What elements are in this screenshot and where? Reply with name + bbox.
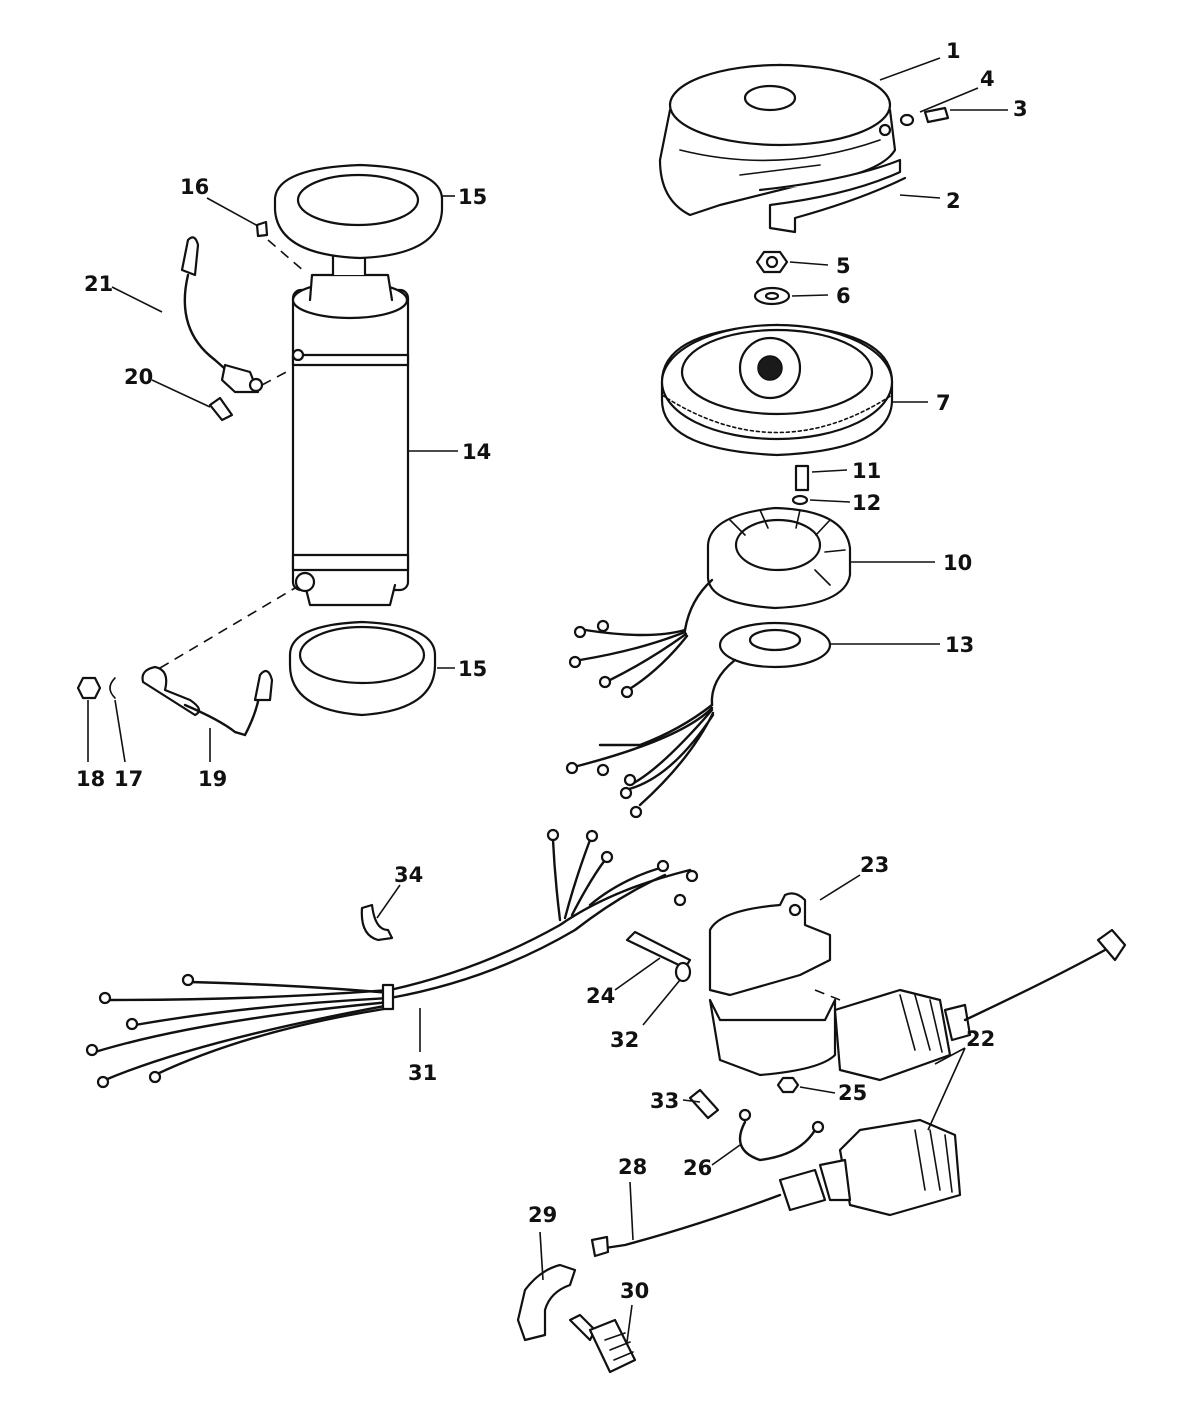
nut-25: [776, 1076, 800, 1094]
callout-6: 6: [836, 284, 851, 308]
callout-4: 4: [980, 67, 995, 91]
screw-3: [923, 106, 950, 124]
leader-lines: [87, 57, 1008, 1343]
callout-17: 17: [114, 767, 143, 791]
callout-24: 24: [586, 984, 615, 1008]
callout-10: 10: [943, 551, 972, 575]
nut-18: [76, 676, 102, 700]
callout-7: 7: [936, 391, 951, 415]
callout-13: 13: [945, 633, 974, 657]
callout-26: 26: [683, 1156, 712, 1180]
rubber-collar-lower: [288, 620, 437, 717]
callout-19: 19: [198, 767, 227, 791]
callout-23: 23: [860, 853, 889, 877]
screw-11: [794, 464, 810, 492]
callout-numbers: 1 2 3 4 5 6 7 11 12 10 13 14 15 15 16 21…: [76, 39, 1028, 1303]
ignition-coil-upper: [833, 928, 1127, 1082]
callout-11: 11: [852, 459, 881, 483]
lockwasher-17: [109, 677, 116, 699]
starter-motor: [291, 240, 410, 607]
ignition-coil-lower: [590, 1118, 962, 1258]
callout-16: 16: [180, 175, 209, 199]
coil-bracket: [708, 892, 841, 1077]
callout-1: 1: [946, 39, 961, 63]
callout-5: 5: [836, 254, 851, 278]
callout-20: 20: [124, 365, 153, 389]
callout-28: 28: [618, 1155, 647, 1179]
callout-30: 30: [620, 1279, 649, 1303]
stator: [568, 506, 852, 699]
ground-wire-26: [738, 1108, 825, 1162]
washer-12: [791, 494, 809, 506]
lockwasher-4: [899, 113, 915, 127]
rubber-collar-upper: [273, 163, 444, 260]
callout-33: 33: [650, 1089, 679, 1113]
battery-cable-21: [180, 236, 291, 394]
bolt-24: [625, 930, 692, 970]
clip-16: [255, 220, 269, 238]
clip-34: [360, 903, 394, 942]
screw-20: [208, 396, 234, 422]
spark-plug: [568, 1313, 637, 1374]
callout-3: 3: [1013, 97, 1028, 121]
callout-25: 25: [838, 1081, 867, 1105]
spark-plug-boot: [516, 1263, 577, 1342]
wiring-harness: [85, 828, 699, 1089]
screw-33: [688, 1088, 720, 1120]
callout-14: 14: [462, 440, 491, 464]
callout-12: 12: [852, 491, 881, 515]
flywheel-cover: [658, 63, 897, 217]
callout-22: 22: [966, 1027, 995, 1051]
callout-29: 29: [528, 1203, 557, 1227]
callout-21: 21: [84, 272, 113, 296]
callout-18: 18: [76, 767, 105, 791]
cable-19: [141, 587, 296, 737]
trigger: [565, 621, 832, 819]
callout-2: 2: [946, 189, 961, 213]
mounting-plate: [758, 158, 907, 234]
flywheel: [660, 323, 894, 457]
callout-31: 31: [408, 1061, 437, 1085]
washer-32: [674, 961, 692, 983]
callout-15-upper: 15: [458, 185, 487, 209]
callout-15-lower: 15: [458, 657, 487, 681]
callout-34: 34: [394, 863, 423, 887]
callout-32: 32: [610, 1028, 639, 1052]
